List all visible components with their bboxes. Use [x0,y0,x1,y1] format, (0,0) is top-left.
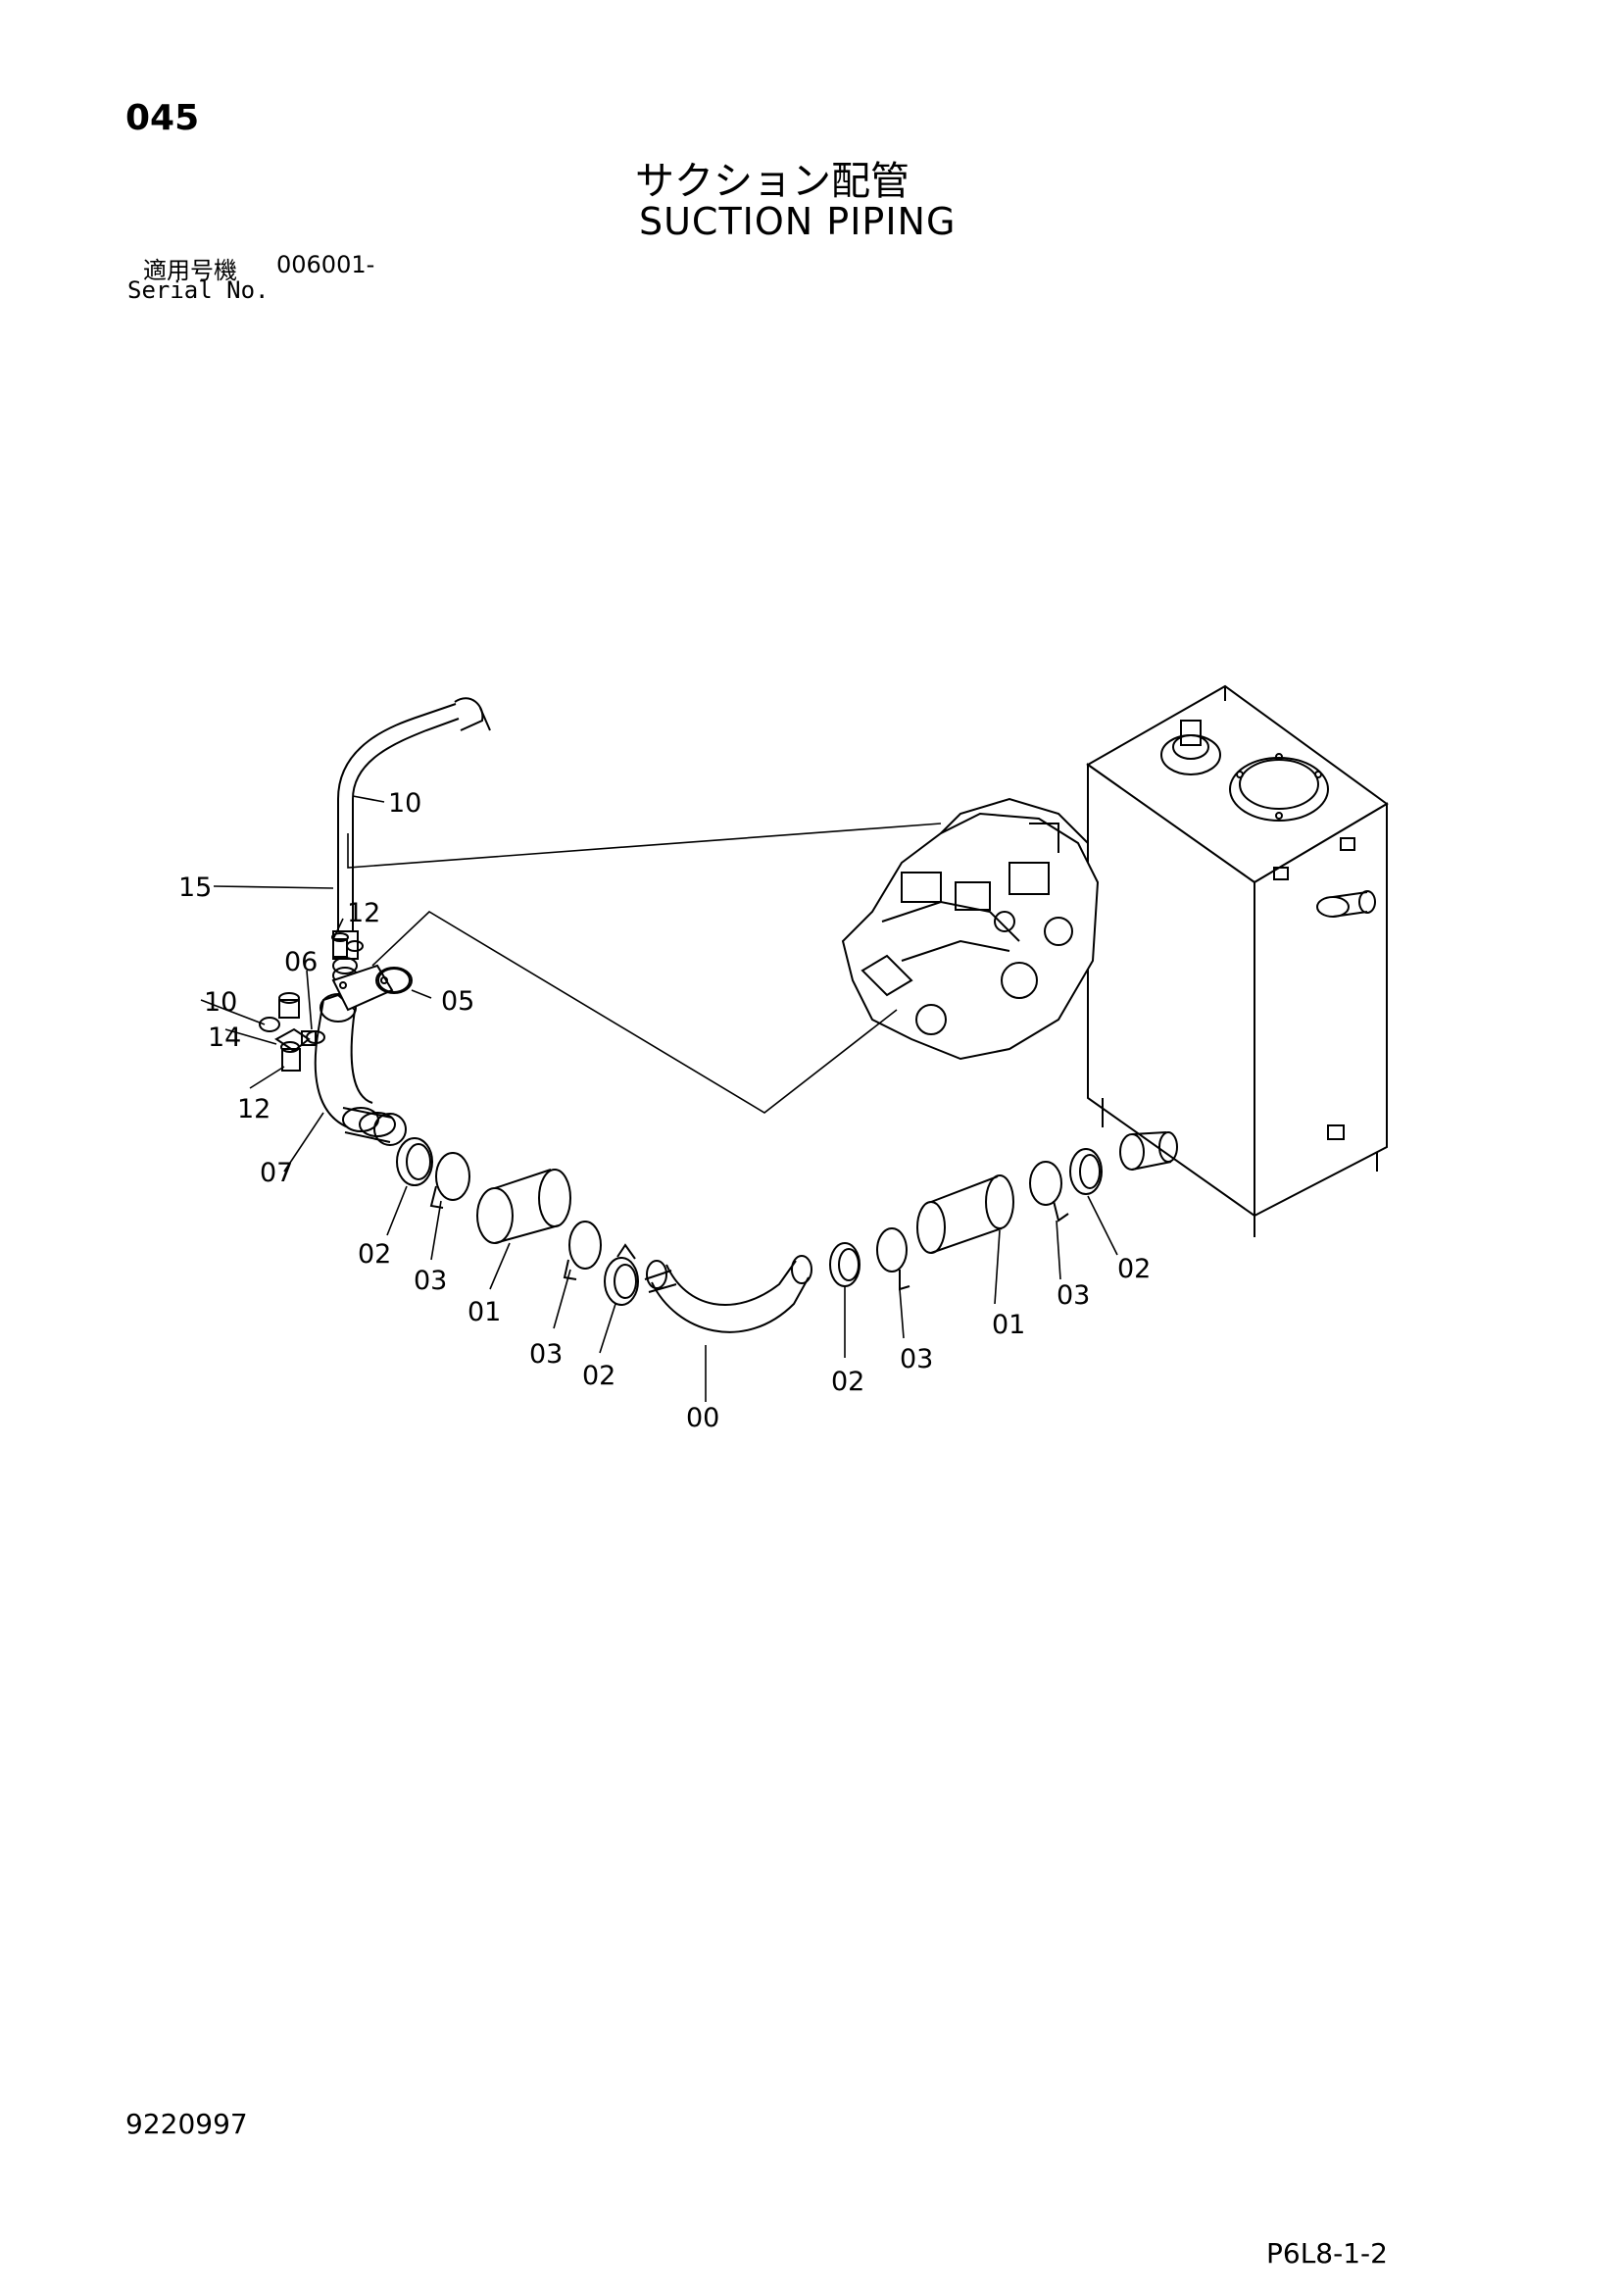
serial-label-japanese: 適用号機 [143,257,237,284]
callout-10: 10 [388,788,421,819]
serial-label-english: Serial No. [127,276,270,304]
callout-03: 03 [529,1339,563,1370]
callout-02: 02 [582,1361,615,1391]
sheet-code: P6L8-1-2 [1266,2237,1388,2270]
callout-06: 06 [284,947,318,977]
callout-01: 01 [467,1297,501,1327]
page-title-japanese: サクション配管 [635,159,910,204]
suction-hose [332,697,491,984]
page-title-english: SUCTION PIPING [639,200,957,243]
hydraulic-pump [841,797,1100,1061]
bent-pipe-00 [644,1255,812,1333]
hose-clamp-02b [604,1243,639,1306]
callout-05: 05 [441,986,474,1017]
callout-00: 00 [686,1403,719,1433]
hose-clamp-02d [1069,1148,1103,1195]
callout-03: 03 [414,1266,447,1296]
tank-outlet-pipe [1119,1131,1178,1171]
callout-07: 07 [260,1158,293,1188]
hose-clamp-03a [429,1152,470,1209]
callout-02: 02 [358,1239,391,1270]
reference-lines [200,795,1118,1402]
rubber-hose-01b [916,1174,1014,1254]
o-ring-05 [377,968,411,993]
callout-12: 12 [347,898,380,928]
callout-03: 03 [1057,1280,1090,1311]
callout-10: 10 [204,987,237,1018]
callout-12: 12 [237,1094,270,1124]
callout-02: 02 [831,1367,864,1397]
hydraulic-tank [1086,684,1389,1237]
callout-01: 01 [992,1310,1025,1340]
hose-clamp-03d [1029,1161,1069,1223]
callout-02: 02 [1117,1254,1151,1284]
fittings [259,932,413,1072]
callout-14: 14 [208,1023,241,1053]
callout-labels: 10 15 12 06 10 05 14 12 07 02 03 01 03 0… [178,788,1151,1433]
document-number: 9220997 [125,2108,248,2140]
hose-clamp-02c [829,1242,861,1287]
serial-number-value: 006001- [276,251,375,278]
hose-clamp-03b [563,1221,602,1280]
page-number: 045 [125,98,200,138]
callout-15: 15 [178,873,212,903]
rubber-hose-01a [476,1169,571,1244]
callout-03: 03 [900,1344,933,1374]
hose-clamp-02a [396,1137,433,1186]
hose-clamp-03c [876,1227,910,1291]
